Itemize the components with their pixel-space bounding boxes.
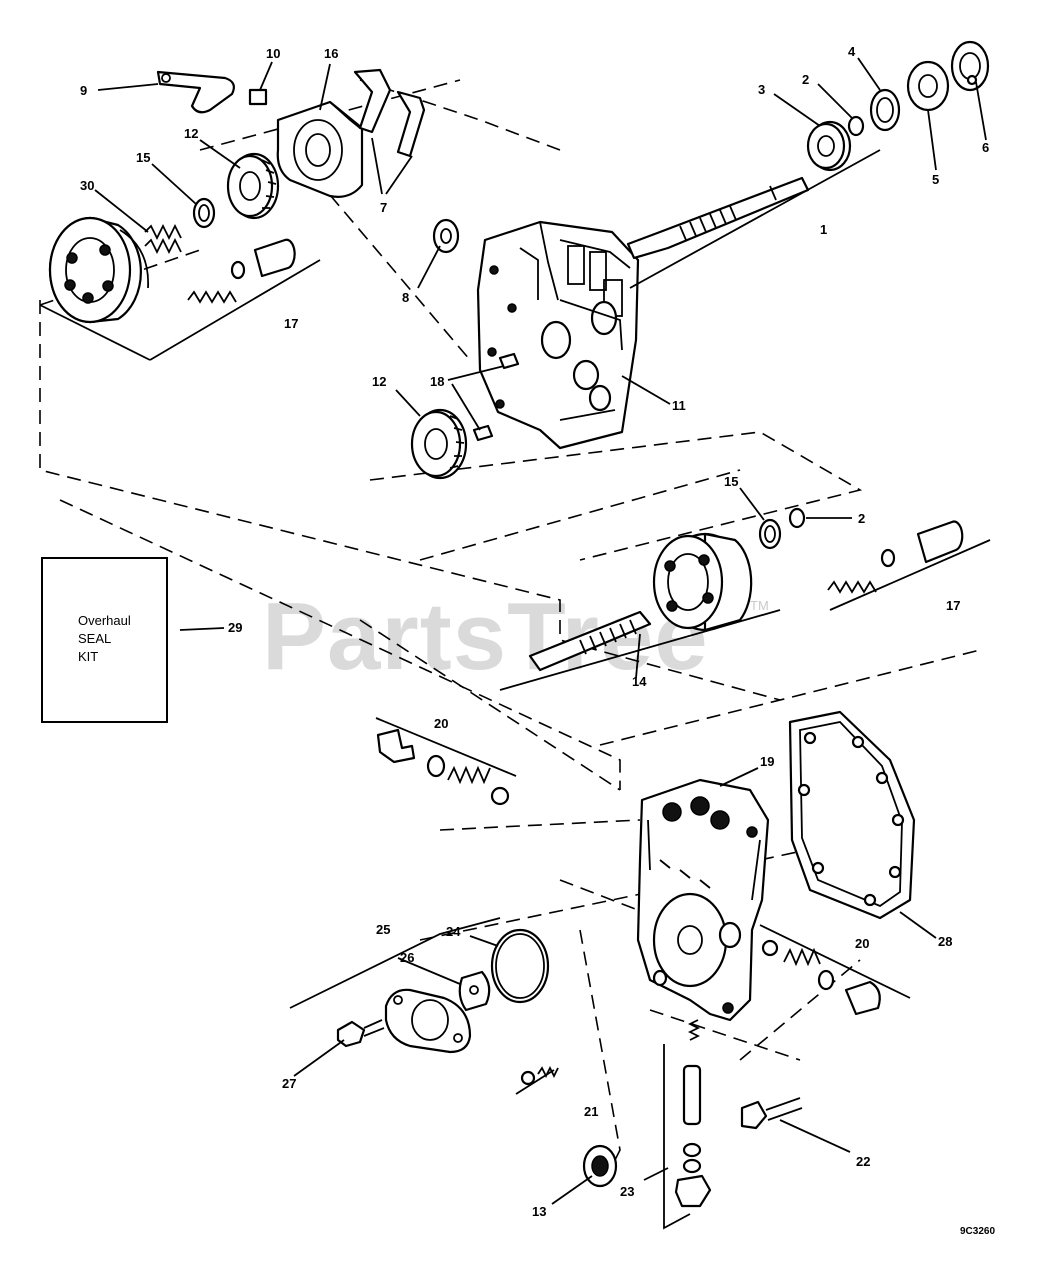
slipper-set-17-upper [187,238,296,304]
snap-ring-2-upper [847,115,865,137]
callout-8: 8 [402,290,409,305]
callout-22: 22 [856,1154,870,1169]
snap-ring-2-lower [788,507,806,529]
kit-label: Overhaul SEAL KIT [78,612,131,666]
overhaul-seal-kit-box: Overhaul SEAL KIT [41,557,168,723]
plug-26 [458,970,491,1012]
callout-13: 13 [532,1204,546,1219]
slipper-set-17-lower [827,520,964,594]
kit-label-line-2: SEAL [78,631,112,646]
callout-19: 19 [760,754,774,769]
callout-14: 14 [632,674,647,689]
callout-16: 16 [324,46,338,61]
callout-3: 3 [758,82,765,97]
callout-15-lower: 15 [724,474,738,489]
callout-29: 29 [228,620,242,635]
callout-17-lower: 17 [946,598,960,613]
relief-valve-20-lower [761,939,881,1016]
callout-27: 27 [282,1076,296,1091]
relief-valve-20-upper [376,728,510,806]
valve-assembly-23 [674,1019,712,1208]
callout-17-upper: 17 [284,316,298,331]
cylinder-block-upper [48,216,149,324]
pin-10 [248,88,268,106]
callout-25: 25 [376,922,390,937]
callout-26: 26 [400,950,414,965]
swashplate-16 [276,100,364,198]
callout-labels: 9 10 16 12 15 30 7 8 17 3 2 4 5 6 1 12 1… [80,44,989,1219]
bearing-5 [906,60,950,112]
cover-25 [384,988,472,1054]
callout-28: 28 [938,934,952,949]
callout-2-lower: 2 [858,511,865,526]
seal-6 [950,40,990,92]
shaft-1 [626,176,810,260]
washer-15-upper [192,197,216,229]
callout-4: 4 [848,44,856,59]
washer-4 [869,88,901,132]
callout-6: 6 [982,140,989,155]
callout-12-upper: 12 [184,126,198,141]
kit-label-line-3: KIT [78,649,99,664]
end-cap-19 [636,778,770,1022]
o-ring-24 [490,928,550,1004]
kit-label-line-1: Overhaul [78,613,131,628]
thrust-plates-7 [353,68,426,158]
bearing-12-upper [226,152,280,220]
seal-13 [582,1144,618,1188]
leader-lines [39,57,991,1230]
callout-2-upper: 2 [802,72,809,87]
callout-20-upper: 20 [434,716,448,731]
bolt-27 [336,1019,385,1048]
bearing-12-lower [410,408,468,480]
callout-20-lower: 20 [855,936,869,951]
seal-8 [432,218,460,254]
callout-10: 10 [266,46,280,61]
spring-30 [144,223,182,255]
check-valve-21 [520,1065,559,1086]
watermark: PartsTree [262,583,709,690]
washer-15-lower [758,518,782,550]
pins-18 [472,352,520,442]
callout-18: 18 [430,374,444,389]
callout-12-lower: 12 [372,374,386,389]
gasket-28 [788,710,916,920]
callout-5: 5 [932,172,939,187]
drawing-code: 9C3260 [960,1226,996,1237]
control-arm-9 [156,70,235,114]
callout-9: 9 [80,83,87,98]
callout-21: 21 [584,1104,598,1119]
callout-11: 11 [672,398,686,413]
cylinder-block-lower [652,532,753,632]
bearing-3 [806,120,852,172]
watermark-trademark: TM [750,598,769,613]
callout-24: 24 [446,924,461,939]
shaft-14 [528,610,652,672]
bolt-22 [740,1097,803,1130]
callout-1: 1 [820,222,827,237]
callout-7: 7 [380,200,387,215]
center-housing-11 [476,220,640,450]
callout-15-upper: 15 [136,150,150,165]
callout-23: 23 [620,1184,634,1199]
callout-30: 30 [80,178,94,193]
